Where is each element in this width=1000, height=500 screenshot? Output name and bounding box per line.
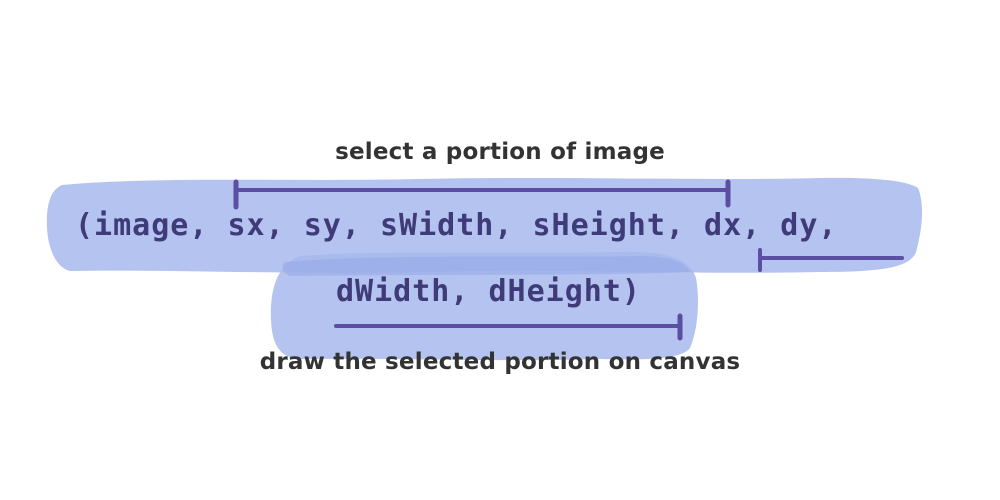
source-bracket: [233, 179, 731, 210]
highlight-blob-top: [46, 177, 923, 273]
highlight-overlap: [282, 256, 690, 276]
destination-bracket-bottom: [334, 313, 683, 341]
highlight-blob-bottom: [270, 251, 698, 361]
source-annotation: select a portion of image: [335, 139, 665, 165]
code-line-1: (image, sx, sy, sWidth, sHeight, dx, dy,: [75, 208, 838, 243]
code-line-2: dWidth, dHeight): [336, 274, 641, 309]
destination-bracket-top: [758, 248, 904, 272]
destination-annotation: draw the selected portion on canvas: [259, 349, 741, 375]
